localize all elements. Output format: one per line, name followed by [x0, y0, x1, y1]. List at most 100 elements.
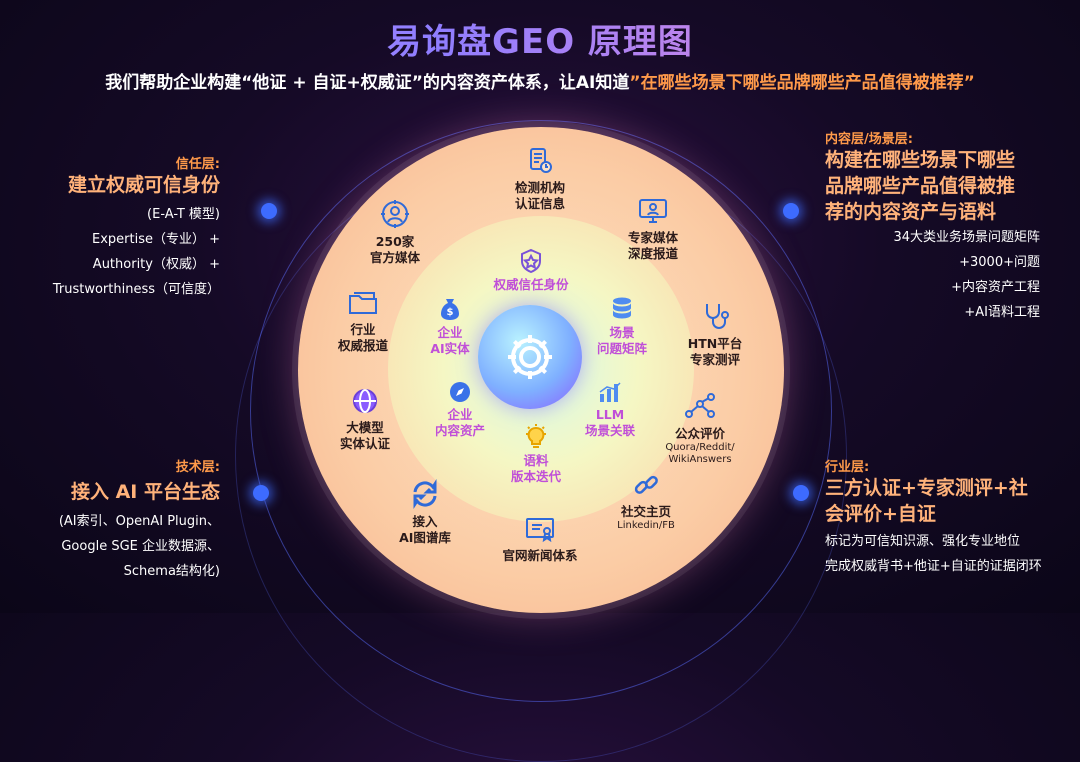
svg-text:$: $ [447, 307, 454, 318]
inner-corpus-iteration-line2: 版本迭代 [510, 469, 561, 484]
trust-layer-line-2: Authority（权威） + [92, 257, 220, 272]
node-htn-platform-line2: 专家测评 [689, 352, 740, 367]
node-public-reviews-small1: Quora/Reddit/ [665, 442, 735, 453]
orbit-dot-left-bottom [253, 485, 269, 501]
star-shield-icon [521, 248, 541, 274]
subtitle-prefix: 我们帮助企业构建“他证 + 自证+权威证”的内容资产体系，让AI知道 [105, 73, 630, 93]
node-testing-agency-line1: 检测机构 [514, 180, 565, 195]
globe-icon [353, 389, 377, 413]
core-gear [478, 305, 582, 409]
inner-ai-entity: $ 企业 AI实体 [410, 296, 490, 357]
node-expert-media: 专家媒体 深度报道 [608, 196, 698, 262]
inner-corpus-iteration-line1: 语料 [523, 453, 549, 468]
node-official-media-line1: 250家 [375, 234, 415, 249]
monitor-person-icon [639, 199, 667, 223]
node-ai-knowledge-graph-line2: AI图谱库 [399, 530, 451, 545]
tech-layer-line-1: (AI索引、OpenAI Plugin、 [58, 514, 220, 529]
industry-layer-caption: 行业层: [825, 460, 870, 475]
inner-scene-matrix-line2: 问题矩阵 [596, 341, 647, 356]
database-icon [613, 297, 631, 319]
content-layer-heading-3: 荐的内容资产与语料 [825, 201, 997, 223]
inner-trust-identity: 权威信任身份 [476, 248, 586, 293]
inner-content-assets-line1: 企业 [447, 407, 473, 422]
node-expert-media-line2: 深度报道 [627, 246, 678, 261]
tech-layer-heading: 接入 AI 平台生态 [70, 481, 220, 503]
inner-scene-matrix-line1: 场景 [609, 325, 635, 340]
node-social-page-small: Linkedin/FB [617, 520, 675, 531]
content-layer-line-4: +AI语料工程 [964, 305, 1040, 320]
tech-layer-caption: 技术层: [175, 460, 220, 475]
content-layer-caption: 内容层/场景层: [825, 132, 913, 147]
node-llm-entity-line1: 大模型 [346, 420, 384, 435]
node-htn-platform-line1: HTN平台 [687, 336, 743, 351]
inner-scene-matrix: 场景 问题矩阵 [582, 296, 662, 357]
trust-layer-heading: 建立权威可信身份 [67, 174, 220, 196]
inner-ai-entity-line1: 企业 [437, 325, 463, 340]
node-official-media: 250家 官方媒体 [350, 198, 440, 266]
content-layer-heading-1: 构建在哪些场景下哪些 [825, 149, 1016, 171]
trust-layer-model: (E-A-T 模型) [147, 207, 220, 222]
page-title: 易询盘GEO 原理图 [0, 14, 1080, 63]
lightbulb-icon [526, 424, 546, 448]
inner-trust-identity-line1: 权威信任身份 [493, 277, 569, 292]
folder-icon [349, 292, 377, 314]
inner-content-assets: 企业 内容资产 [420, 380, 500, 439]
node-industry-report-line2: 权威报道 [337, 338, 388, 353]
bar-chart-icon [599, 382, 621, 402]
industry-layer-heading-1: 三方认证+专家测评+社 [825, 477, 1028, 499]
content-layer-line-3: +内容资产工程 [951, 280, 1040, 295]
inner-content-assets-line2: 内容资产 [434, 423, 485, 438]
node-testing-agency: 检测机构 认证信息 [495, 146, 585, 212]
inner-llm-scene: LLM 场景关联 [570, 380, 650, 439]
node-testing-agency-line2: 认证信息 [514, 196, 565, 211]
node-llm-entity: 大模型 实体认证 [320, 386, 410, 452]
node-industry-report-line1: 行业 [350, 322, 376, 337]
tech-layer-line-2: Google SGE 企业数据源、 [61, 539, 220, 554]
user-target-icon [381, 200, 409, 228]
industry-layer-panel: 行业层: 三方认证+专家测评+社 会评价+自证 标记为可信知识源、强化专业地位 … [825, 456, 1070, 579]
orbit-dot-right-bottom [793, 485, 809, 501]
trust-layer-caption: 信任层: [175, 157, 220, 172]
money-bag-icon: $ [441, 299, 459, 320]
node-public-reviews: 公众评价 Quora/Reddit/ WikiAnswers [650, 392, 750, 466]
industry-layer-line-1: 标记为可信知识源、强化专业地位 [825, 534, 1021, 549]
content-layer-line-1: 34大类业务场景问题矩阵 [893, 230, 1040, 245]
inner-ai-entity-line2: AI实体 [430, 341, 470, 356]
industry-layer-heading-2: 会评价+自证 [825, 503, 936, 525]
node-social-page-line1: 社交主页 [620, 504, 671, 519]
stethoscope-icon [706, 304, 729, 329]
node-expert-media-line1: 专家媒体 [627, 230, 678, 245]
industry-layer-line-2: 完成权威背书+他证+自证的证据闭环 [825, 559, 1042, 574]
node-ai-knowledge-graph: 接入 AI图谱库 [380, 478, 470, 546]
node-public-reviews-line1: 公众评价 [674, 426, 725, 441]
network-icon [685, 393, 715, 418]
inner-corpus-iteration: 语料 版本迭代 [496, 424, 576, 485]
node-official-news-line1: 官网新闻体系 [502, 548, 578, 563]
gear-icon [508, 335, 552, 379]
node-social-page: 社交主页 Linkedin/FB [596, 470, 696, 532]
inner-llm-scene-line1: LLM [595, 407, 625, 422]
node-llm-entity-line2: 实体认证 [339, 436, 390, 451]
orbit-dot-left-top [261, 203, 277, 219]
content-layer-panel: 内容层/场景层: 构建在哪些场景下哪些 品牌哪些产品值得被推 荐的内容资产与语料… [825, 128, 1065, 325]
certificate-icon [526, 518, 554, 543]
node-official-news: 官网新闻体系 [480, 516, 600, 564]
node-industry-report: 行业 权威报道 [318, 288, 408, 354]
content-layer-heading-2: 品牌哪些产品值得被推 [825, 175, 1016, 197]
node-htn-platform: HTN平台 专家测评 [670, 300, 760, 368]
page-subtitle: 我们帮助企业构建“他证 + 自证+权威证”的内容资产体系，让AI知道”在哪些场景… [0, 68, 1080, 93]
trust-layer-line-1: Expertise（专业） + [91, 232, 220, 247]
subtitle-highlight: ”在哪些场景下哪些品牌哪些产品值得被推荐” [629, 73, 975, 93]
compass-icon [450, 382, 470, 402]
document-clock-icon [530, 148, 552, 173]
trust-layer-line-3: Trustworthiness（可信度） [52, 282, 220, 297]
tech-layer-panel: 技术层: 接入 AI 平台生态 (AI索引、OpenAI Plugin、 Goo… [20, 456, 220, 584]
node-official-media-line2: 官方媒体 [369, 250, 420, 265]
trust-layer-panel: 信任层: 建立权威可信身份 (E-A-T 模型) Expertise（专业） +… [20, 153, 220, 302]
node-ai-knowledge-graph-line1: 接入 [412, 514, 438, 529]
inner-llm-scene-line2: 场景关联 [584, 423, 635, 438]
tech-layer-line-3: Schema结构化) [123, 564, 220, 579]
content-layer-line-2: +3000+问题 [959, 255, 1040, 270]
node-public-reviews-small2: WikiAnswers [668, 454, 732, 465]
orbit-dot-right-top [783, 203, 799, 219]
